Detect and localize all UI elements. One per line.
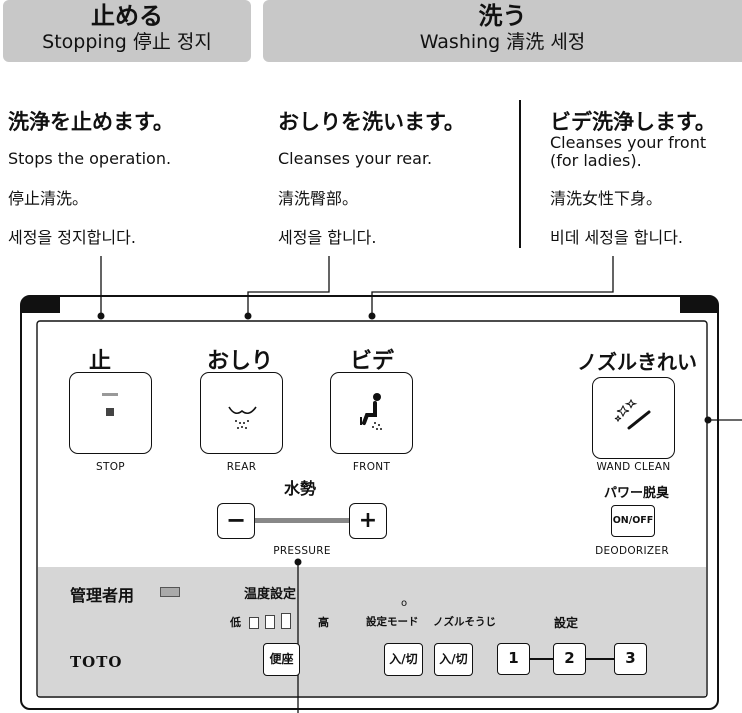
mode-label: 設定モード <box>366 616 419 628</box>
rear-sub: REAR <box>226 461 257 473</box>
nozzle-onoff-button[interactable]: 入/切 <box>434 643 473 676</box>
stop-square-icon <box>106 408 114 416</box>
front-wash-icon <box>360 393 382 430</box>
stop-zh: 停止清洗。 <box>8 189 89 208</box>
pressure-track <box>253 518 349 523</box>
setting-2-button[interactable]: 2 <box>553 643 586 675</box>
stop-en: Stops the operation. <box>8 149 172 168</box>
rear-en: Cleanses your rear. <box>278 149 433 168</box>
deodorizer-button[interactable]: ON/OFF <box>611 505 655 537</box>
rear-label: おしり <box>206 349 273 374</box>
pressure-label: 水勢 <box>283 479 316 498</box>
stop-sub: STOP <box>96 461 125 473</box>
header-wash: 洗う Washing 清洗 세정 <box>263 0 742 62</box>
pressure-plus-button[interactable]: + <box>349 503 387 539</box>
front-label: ビデ <box>349 349 394 374</box>
stop-ko: 세정을 정지합니다. <box>8 228 136 247</box>
front-en-line2: (for ladies). <box>550 151 642 170</box>
panel-corner-left <box>21 296 60 313</box>
temp-high: 高 <box>318 616 329 629</box>
wand-clean-label: ノズルきれい <box>577 350 697 374</box>
stop-heading: 洗浄を止めます。 <box>8 110 174 134</box>
nozzle-clean-label: ノズルそうじ <box>433 616 496 628</box>
mode-onoff-button[interactable]: 入/切 <box>384 643 423 676</box>
front-button[interactable] <box>330 372 413 454</box>
rear-heading: おしりを洗います。 <box>278 110 465 134</box>
pressure-sub: PRESSURE <box>273 545 331 557</box>
stop-indicator-icon <box>102 393 118 396</box>
wand-clean-sub: WAND CLEAN <box>596 461 671 473</box>
plus-icon: + <box>358 508 378 533</box>
panel-corner-right <box>680 296 718 313</box>
header-stop-title: 止める <box>91 2 163 30</box>
front-ko: 비데 세정을 합니다. <box>550 228 684 247</box>
stop-button[interactable] <box>69 372 152 454</box>
brand-logo: TOTO <box>70 653 123 671</box>
rear-button[interactable] <box>200 372 283 454</box>
seat-temp-button[interactable]: 便座 <box>263 643 300 676</box>
front-sub: FRONT <box>352 461 391 473</box>
rear-zh: 清洗臀部。 <box>278 189 359 208</box>
front-zh: 清洗女性下身。 <box>550 189 663 208</box>
rear-ko: 세정을 합니다. <box>278 228 377 247</box>
mode-led: o <box>401 598 408 609</box>
temp-low: 低 <box>230 616 241 629</box>
minus-icon: − <box>225 506 247 534</box>
front-en-line1: Cleanses your front <box>550 133 707 152</box>
header-wash-subtitle: Washing 清洗 세정 <box>419 31 586 53</box>
battery-icon <box>160 587 180 597</box>
header-stop-subtitle: Stopping 停止 정지 <box>42 31 212 53</box>
front-heading: ビデ洗浄します。 <box>550 110 716 134</box>
header-wash-title: 洗う <box>478 2 527 30</box>
setting-3-button[interactable]: 3 <box>614 643 647 675</box>
wand-clean-icon <box>614 398 651 430</box>
pressure-minus-button[interactable]: − <box>217 503 255 539</box>
setting-label: 設定 <box>554 616 579 630</box>
wand-clean-button[interactable] <box>592 377 675 459</box>
admin-section <box>38 567 706 696</box>
deodorizer-label: パワー脱臭 <box>604 486 670 501</box>
header-stop: 止める Stopping 停止 정지 <box>3 0 251 62</box>
stop-label: 止 <box>88 349 111 374</box>
admin-title: 管理者用 <box>70 586 135 605</box>
temp-title: 温度設定 <box>244 587 297 602</box>
setting-1-button[interactable]: 1 <box>497 643 530 675</box>
deodorizer-sub: DEODORIZER <box>595 545 669 557</box>
column-divider <box>519 100 521 248</box>
rear-wash-icon <box>228 406 257 429</box>
